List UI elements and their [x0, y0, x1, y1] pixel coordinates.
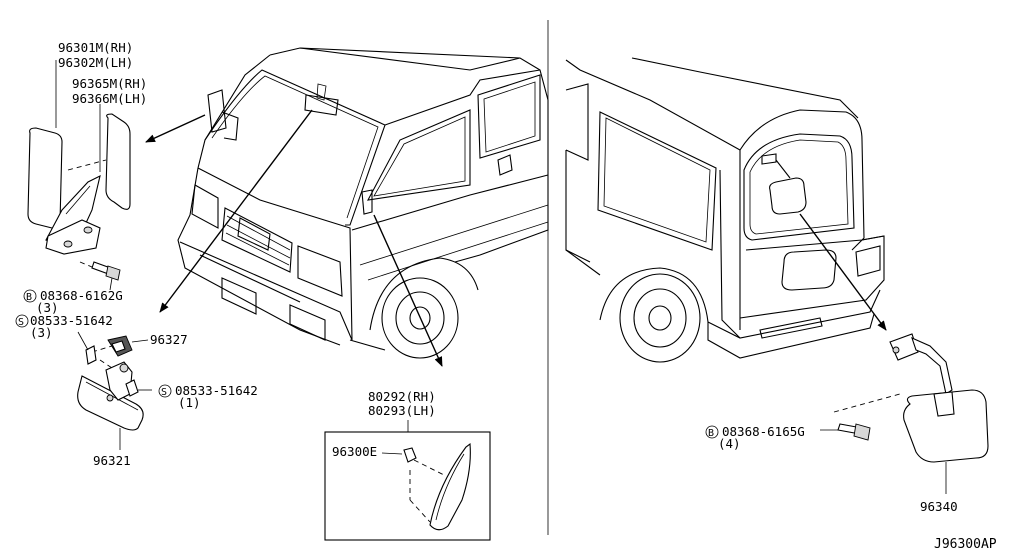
screw-symbol-a: S [18, 317, 24, 328]
label-96366m: 96366M(LH) [72, 91, 147, 106]
door-mirror-assembly [27, 60, 131, 273]
label-80293: 80293(LH) [368, 403, 436, 418]
front-van-illustration [177, 47, 549, 359]
label-08533-51642-a-qty: (3) [30, 325, 53, 340]
label-96301m: 96301M(RH) [58, 40, 133, 55]
label-96340: 96340 [920, 499, 958, 514]
label-08368-6165g: 08368-6165G [722, 424, 805, 439]
bolt-symbol-icon [23, 289, 37, 303]
label-96321: 96321 [93, 453, 131, 468]
front-arrows [145, 109, 443, 367]
screw-symbol-icon-b [158, 384, 172, 398]
bolt-08368-6165g [820, 393, 901, 441]
rear-van-illustration [565, 57, 885, 363]
bolt-symbol-a: B [26, 292, 32, 303]
screw-symbol-icon [15, 314, 29, 328]
deflector-box [324, 420, 491, 541]
label-08533-51642-b-qty: (1) [178, 395, 201, 410]
bolt-08368-6162g [91, 261, 121, 291]
bolt-symbol-b: B [708, 428, 714, 439]
label-08533-51642-b: 08533-51642 [175, 383, 258, 398]
label-08368-6165g-qty: (4) [718, 436, 741, 451]
bolt-symbol-icon-b [705, 425, 719, 439]
screw-08533-51642-3 [77, 331, 97, 365]
label-80292: 80292(RH) [368, 389, 436, 404]
rear-mirror-96340 [889, 333, 989, 494]
screw-symbol-b: S [161, 387, 167, 398]
label-96302m: 96302M(LH) [58, 55, 133, 70]
label-08368-6162g-qty: (3) [36, 300, 59, 315]
inside-mirror-96321 [77, 361, 144, 450]
diagram-code: J96300AP [934, 537, 997, 552]
label-96300e: 96300E [332, 444, 377, 459]
label-08368-6162g: 08368-6162G [40, 288, 123, 303]
label-96327: 96327 [150, 332, 188, 347]
labels: 96301M(RH) 96302M(LH) 96365M(RH) 96366M(… [15, 40, 997, 552]
label-96365m: 96365M(RH) [72, 76, 147, 91]
label-08533-51642-a: 08533-51642 [30, 313, 113, 328]
rear-arrow [799, 213, 887, 331]
screw-08533-51642-1 [125, 379, 152, 397]
